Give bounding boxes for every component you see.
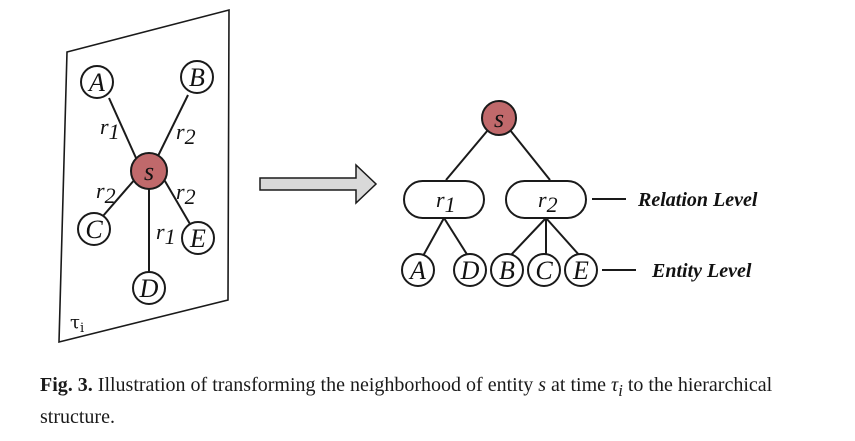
entity-level-label: Entity Level xyxy=(651,260,752,282)
left-graph-edges xyxy=(102,94,191,272)
left-node-d: D xyxy=(132,271,166,305)
figure-caption: Fig. 3. Illustration of transforming the… xyxy=(40,372,820,430)
tree-edges xyxy=(422,129,581,257)
left-node-c: C xyxy=(77,212,111,246)
relation-level-label: Relation Level xyxy=(637,189,758,211)
tree-relation-r2: r2 xyxy=(505,180,587,219)
edge-label-s-b: r2 xyxy=(176,119,196,149)
tree-entity-c: C xyxy=(527,253,561,287)
svg-text:s: s xyxy=(494,104,504,133)
svg-text:s: s xyxy=(144,157,154,186)
svg-text:E: E xyxy=(189,224,206,253)
caption-label: Fig. 3. xyxy=(40,374,93,396)
tree-entity-d: D xyxy=(453,253,487,287)
caption-entity: s xyxy=(538,374,547,396)
edge-label-s-c: r2 xyxy=(96,178,116,208)
svg-text:A: A xyxy=(408,256,426,285)
caption-text-before: Illustration of transforming the neighbo… xyxy=(97,374,534,396)
caption-time: τi xyxy=(611,374,623,400)
tree-entity-e: E xyxy=(564,253,598,287)
svg-text:E: E xyxy=(572,256,589,285)
svg-text:D: D xyxy=(139,274,159,303)
edge-label-s-e: r2 xyxy=(176,179,196,209)
svg-text:B: B xyxy=(189,63,205,92)
left-node-center-s: s xyxy=(130,152,168,190)
svg-text:B: B xyxy=(499,256,515,285)
time-label: τi xyxy=(70,312,84,336)
edge-label-s-d: r1 xyxy=(156,219,176,249)
left-node-e: E xyxy=(181,221,215,255)
svg-text:C: C xyxy=(535,256,553,285)
svg-text:r1: r1 xyxy=(436,187,456,217)
tree-root-s: s xyxy=(481,100,517,136)
tree-entity-b: B xyxy=(490,253,524,287)
edge-label-s-a: r1 xyxy=(100,114,120,144)
left-node-b: B xyxy=(180,60,214,94)
svg-text:A: A xyxy=(87,68,105,97)
tree-entity-a: A xyxy=(401,253,435,287)
transformation-diagram: r1 r2 r2 r2 r1 A B s C E D τi xyxy=(58,8,758,344)
caption-text-mid: at time xyxy=(551,374,607,396)
svg-text:r2: r2 xyxy=(538,187,558,217)
time-plane xyxy=(58,8,230,344)
svg-text:C: C xyxy=(85,215,103,244)
tree-relation-r1: r1 xyxy=(403,180,485,219)
svg-text:D: D xyxy=(460,256,480,285)
left-node-a: A xyxy=(80,65,114,99)
transform-arrow xyxy=(259,163,378,205)
caption-text-after: to the hierarchical structure. xyxy=(40,374,773,428)
